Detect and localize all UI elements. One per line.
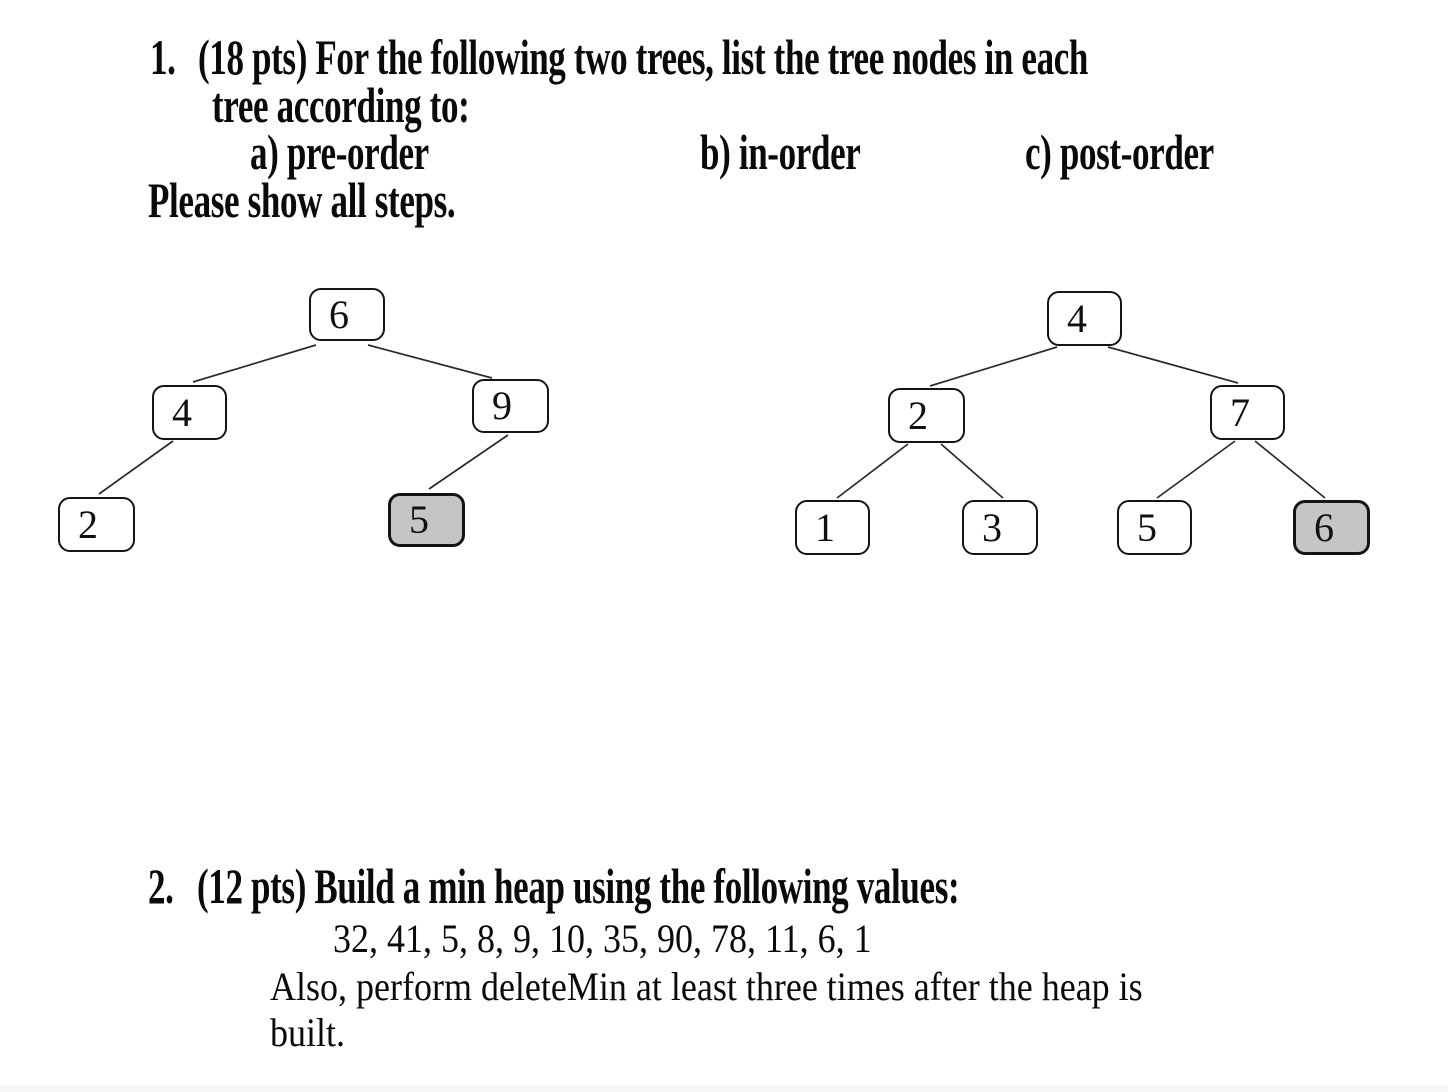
q2-heading: (12 pts) Build a min heap using the foll… (197, 858, 960, 914)
tree-node-label: 7 (1230, 389, 1250, 435)
q1-option-inorder: b) in-order (700, 124, 861, 180)
q1-heading-line2: tree according to: (212, 77, 470, 133)
tree-2-node-1: 1 (795, 500, 870, 555)
tree-node-label: 2 (78, 501, 98, 547)
page-bottom-strip (0, 1085, 1448, 1092)
tree-1-node-4: 4 (152, 385, 227, 440)
tree-2-node-2: 2 (888, 388, 965, 443)
tree-2-node-4: 4 (1047, 291, 1122, 346)
tree-2-edge-4 (1156, 440, 1236, 499)
tree-node-label: 6 (1314, 504, 1334, 550)
tree-2-edge-3 (940, 443, 1004, 499)
tree-1-edge-1 (367, 344, 493, 379)
tree-2-edge-2 (836, 443, 909, 499)
tree-1-edge-0 (192, 344, 317, 383)
tree-2-node-7: 7 (1210, 385, 1285, 440)
q1-option-preorder: a) pre-order (250, 124, 429, 180)
q1-note: Please show all steps. (148, 172, 456, 228)
tree-node-label: 1 (815, 504, 835, 550)
q2-instruction-line1: Also, perform deleteMin at least three t… (270, 964, 1143, 1009)
tree-2-edge-1 (1107, 346, 1239, 384)
tree-1-node-9: 9 (472, 379, 549, 433)
tree-node-label: 4 (172, 389, 192, 435)
q1-heading: (18 pts) For the following two trees, li… (198, 29, 1089, 85)
tree-node-label: 2 (908, 392, 928, 438)
tree-2-edge-0 (929, 346, 1058, 387)
tree-2-node-6: 6 (1293, 500, 1370, 555)
q2-number: 2. (148, 858, 174, 914)
q1-option-postorder: c) post-order (1025, 124, 1214, 180)
tree-node-label: 9 (492, 383, 512, 428)
tree-2-node-3: 3 (962, 500, 1038, 555)
tree-node-label: 5 (1137, 504, 1157, 550)
tree-node-label: 4 (1067, 295, 1087, 341)
tree-node-label: 5 (409, 497, 429, 542)
tree-node-label: 6 (329, 291, 349, 337)
tree-1-edge-3 (428, 434, 509, 490)
tree-1-node-5: 5 (388, 493, 465, 547)
tree-2-node-5: 5 (1117, 500, 1192, 555)
tree-2-edge-5 (1254, 440, 1326, 499)
tree-1-node-6: 6 (309, 288, 385, 341)
q1-number: 1. (150, 29, 176, 85)
tree-1-edge-2 (98, 440, 174, 495)
tree-1-node-2: 2 (58, 497, 135, 552)
q2-values: 32, 41, 5, 8, 9, 10, 35, 90, 78, 11, 6, … (333, 916, 872, 961)
tree-node-label: 3 (982, 504, 1002, 550)
q2-instruction-line2: built. (270, 1010, 346, 1055)
